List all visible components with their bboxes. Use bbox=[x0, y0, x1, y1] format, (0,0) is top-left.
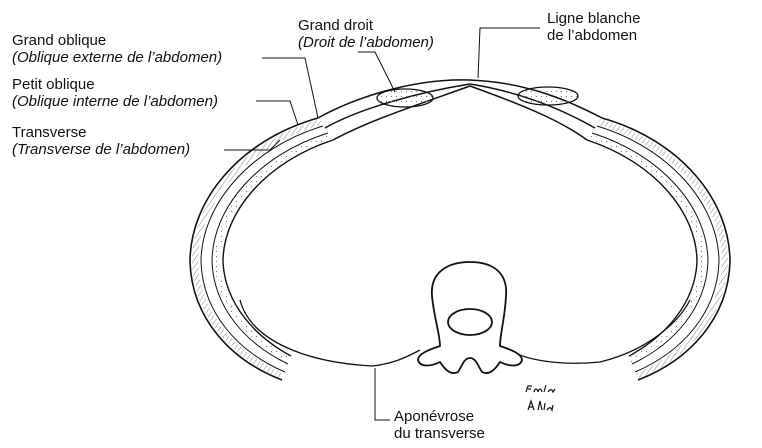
label-petit-oblique-latin: (Oblique interne de l’abdomen) bbox=[12, 93, 218, 110]
vertebra bbox=[418, 262, 522, 373]
left-lateral-muscle-layers bbox=[190, 118, 333, 380]
label-transverse-name: Transverse bbox=[12, 124, 190, 141]
label-aponevrose-line1: Aponévrose bbox=[394, 408, 485, 425]
label-grand-oblique-latin: (Oblique externe de l’abdomen) bbox=[12, 49, 222, 66]
label-grand-oblique-name: Grand oblique bbox=[12, 32, 222, 49]
right-rectus-muscle bbox=[518, 87, 578, 105]
label-ligne-blanche: Ligne blanche de l’abdomen bbox=[547, 10, 640, 44]
label-ligne-blanche-line2: de l’abdomen bbox=[547, 27, 640, 44]
label-grand-droit: Grand droit (Droit de l’abdomen) bbox=[298, 17, 434, 51]
label-grand-droit-latin: (Droit de l’abdomen) bbox=[298, 34, 434, 51]
label-ligne-blanche-line1: Ligne blanche bbox=[547, 10, 640, 27]
artist-signature bbox=[520, 380, 580, 420]
label-grand-oblique: Grand oblique (Oblique externe de l’abdo… bbox=[12, 32, 222, 66]
left-rectus-muscle bbox=[377, 89, 433, 107]
label-aponevrose-line2: du transverse bbox=[394, 425, 485, 442]
label-petit-oblique-name: Petit oblique bbox=[12, 76, 218, 93]
right-lateral-muscle-layers bbox=[587, 118, 730, 380]
label-transverse: Transverse (Transverse de l’abdomen) bbox=[12, 124, 190, 158]
label-aponevrose: Aponévrose du transverse bbox=[394, 408, 485, 442]
label-transverse-latin: (Transverse de l’abdomen) bbox=[12, 141, 190, 158]
label-petit-oblique: Petit oblique (Oblique interne de l’abdo… bbox=[12, 76, 218, 110]
label-grand-droit-name: Grand droit bbox=[298, 17, 434, 34]
